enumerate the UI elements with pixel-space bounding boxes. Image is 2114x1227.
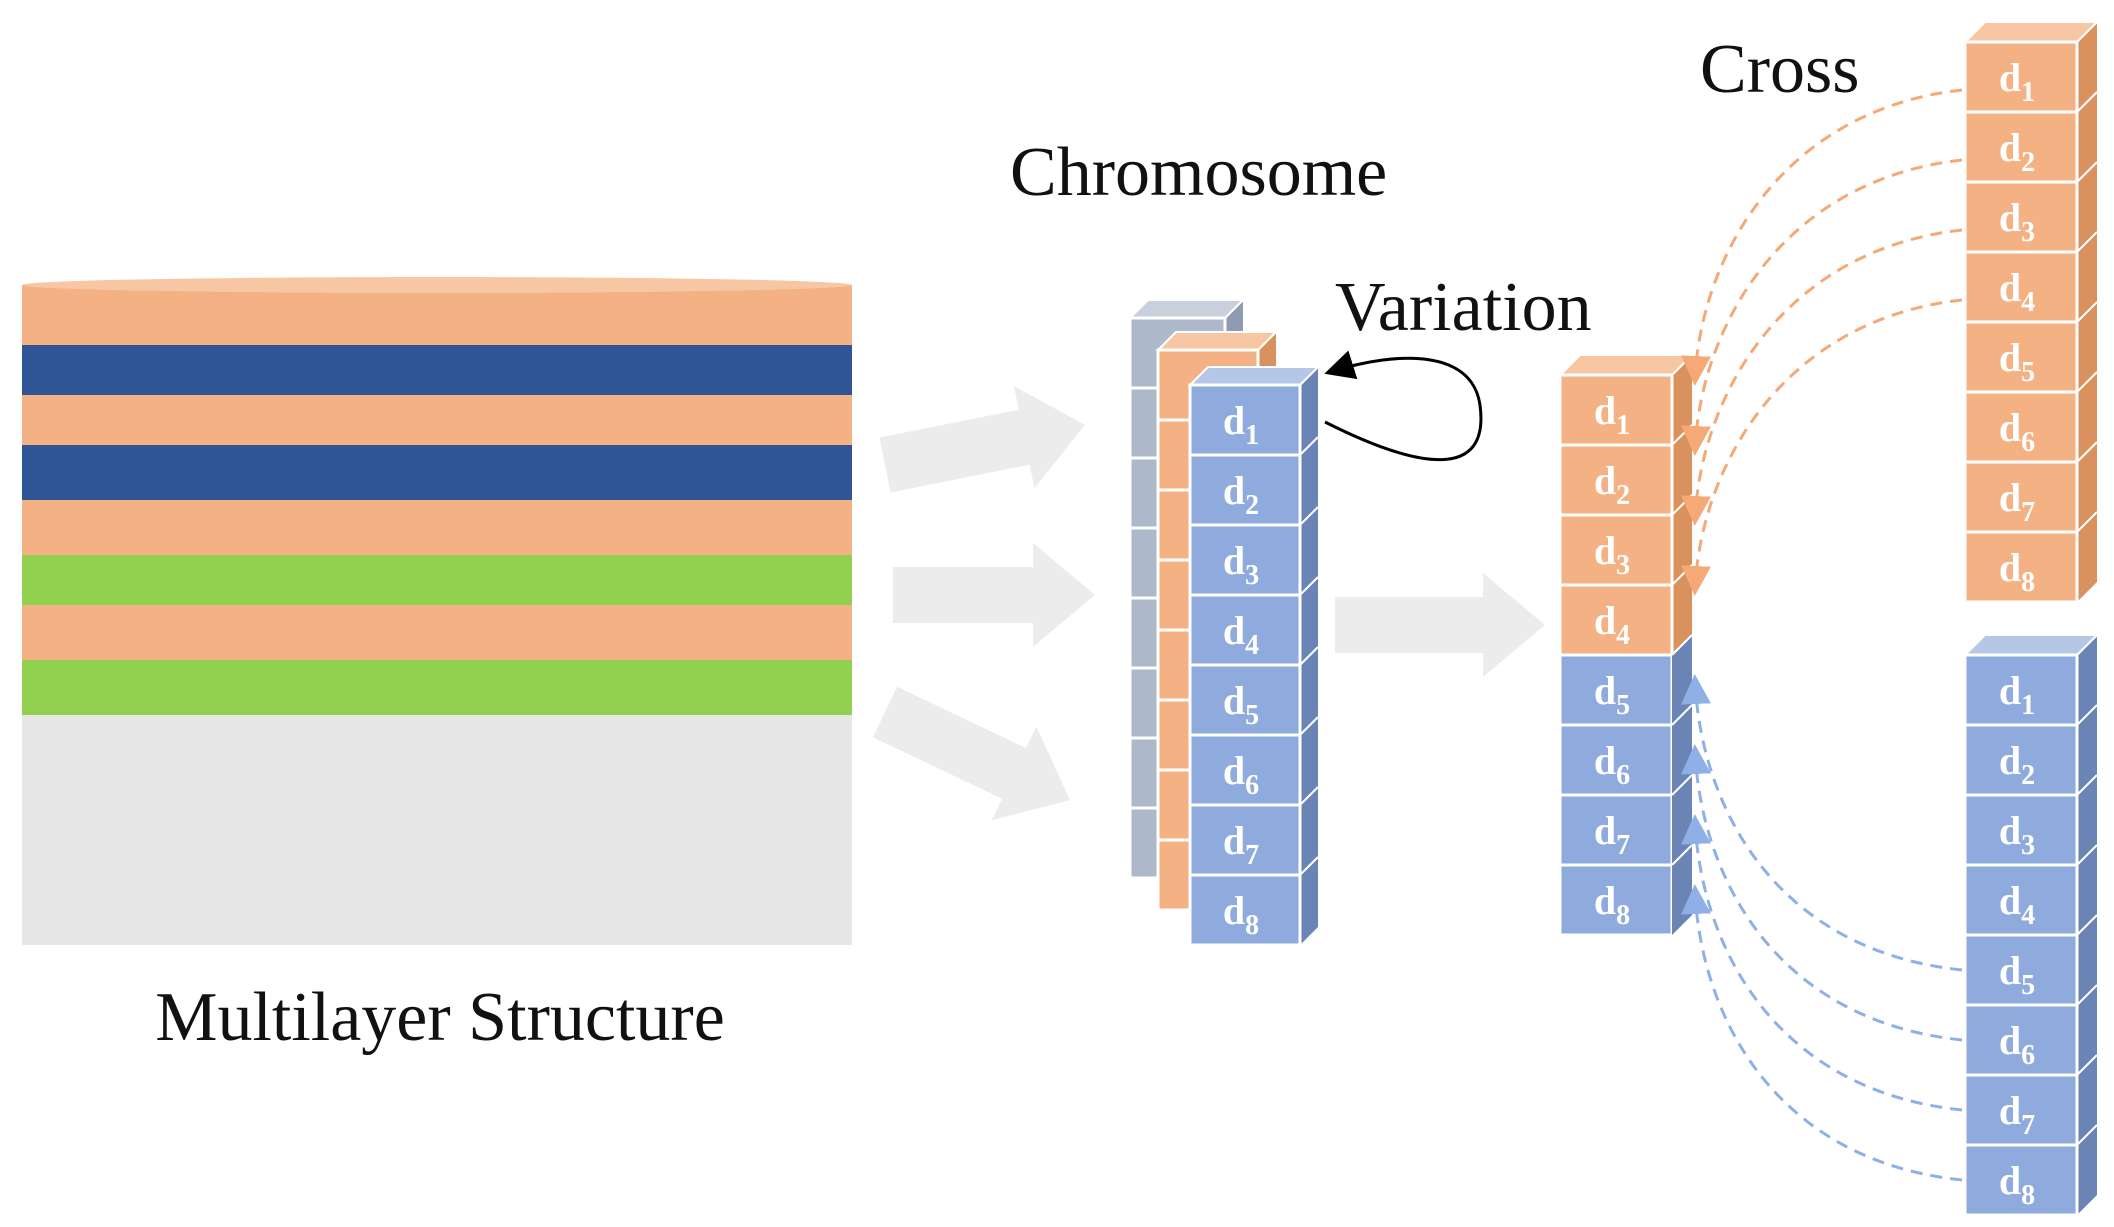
column-side-divider bbox=[2076, 161, 2098, 183]
layer-8 bbox=[22, 660, 852, 715]
column-side-divider bbox=[2076, 441, 2098, 463]
column-side-divider bbox=[2076, 984, 2098, 1006]
layer-7 bbox=[22, 605, 852, 660]
variation-label: Variation bbox=[1335, 269, 1592, 346]
column-side-divider bbox=[2076, 844, 2098, 866]
layer-4 bbox=[22, 445, 852, 500]
layer-5 bbox=[22, 500, 852, 555]
gene-cell bbox=[1963, 1073, 2079, 1147]
arrow-middle bbox=[893, 543, 1095, 647]
gene-cell bbox=[1558, 443, 1674, 517]
gene-label: d1 bbox=[1223, 398, 1259, 451]
gene-label: d5 bbox=[1999, 948, 2035, 1001]
gene-cell bbox=[1188, 523, 1302, 597]
column-top bbox=[1962, 634, 2100, 656]
column-side-divider bbox=[1671, 844, 1693, 866]
cross-line-blue-1 bbox=[1681, 674, 1963, 972]
column-side-divider bbox=[2076, 774, 2098, 796]
arrow-upper bbox=[879, 386, 1085, 493]
arrow-to-child bbox=[1335, 573, 1545, 677]
cross-line-blue-3 bbox=[1681, 814, 1963, 1112]
column-side-divider bbox=[2076, 91, 2098, 113]
cross-line-orange-4 bbox=[1681, 298, 1963, 596]
crossover-lines bbox=[1681, 88, 1963, 1182]
column-side-divider bbox=[1299, 646, 1319, 666]
gene-cell bbox=[1558, 513, 1674, 587]
cross-line-orange-2 bbox=[1681, 158, 1963, 456]
layer-3 bbox=[22, 395, 852, 445]
cross-line-orange-3 bbox=[1681, 228, 1963, 526]
column-top bbox=[1962, 21, 2100, 43]
multilayer-stack bbox=[22, 277, 852, 945]
gene-cell bbox=[1963, 110, 2079, 184]
column-side-divider bbox=[1299, 436, 1319, 456]
column-side-divider bbox=[1299, 786, 1319, 806]
column-side-divider bbox=[2076, 914, 2098, 936]
gene-cell bbox=[1188, 663, 1302, 737]
column-side-divider bbox=[1299, 856, 1319, 876]
cross-line-blue-2 bbox=[1681, 744, 1963, 1042]
column-side-divider bbox=[2076, 511, 2098, 533]
gene-cell bbox=[1558, 793, 1674, 867]
gene-label: d5 bbox=[1223, 678, 1259, 731]
column-top bbox=[1127, 299, 1246, 319]
column-side-divider bbox=[2076, 301, 2098, 323]
gene-cell bbox=[1963, 40, 2079, 114]
column-side-divider bbox=[1671, 704, 1693, 726]
gene-cell bbox=[1963, 863, 2079, 937]
stack-top bbox=[22, 277, 852, 293]
gene-label: d4 bbox=[1999, 878, 2035, 931]
multilayer-label: Multilayer Structure bbox=[155, 979, 725, 1056]
gene-label: d6 bbox=[1223, 748, 1259, 801]
column-side-divider bbox=[2076, 231, 2098, 253]
column-top bbox=[1155, 331, 1279, 351]
column-top bbox=[1557, 354, 1695, 376]
column-top bbox=[1187, 366, 1321, 386]
cross-label: Cross bbox=[1700, 31, 1859, 108]
gene-label: d6 bbox=[1594, 738, 1630, 791]
column-side-divider bbox=[1671, 774, 1693, 796]
gene-label: d1 bbox=[1999, 55, 2035, 108]
column-side-divider bbox=[2076, 1054, 2098, 1076]
column-side-divider bbox=[1299, 716, 1319, 736]
column-side-divider bbox=[1671, 634, 1693, 656]
column-side-divider bbox=[2076, 704, 2098, 726]
cross-line-orange-1 bbox=[1681, 88, 1963, 386]
gene-cell bbox=[1188, 593, 1302, 667]
layer-1 bbox=[22, 285, 852, 345]
gene-cell bbox=[1963, 1143, 2079, 1217]
variation-loop-arrow bbox=[1324, 350, 1483, 462]
layer-9 bbox=[22, 715, 852, 945]
arrow-lower bbox=[873, 686, 1070, 821]
gene-cell bbox=[1188, 873, 1302, 947]
column-side-divider bbox=[2076, 1124, 2098, 1146]
column-side-divider bbox=[2076, 371, 2098, 393]
gene-cell bbox=[1963, 180, 2079, 254]
chromosome-label: Chromosome bbox=[1010, 134, 1387, 211]
gene-cell bbox=[1963, 530, 2079, 604]
gene-cell bbox=[1963, 653, 2079, 727]
gene-cell bbox=[1188, 453, 1302, 527]
layer-2 bbox=[22, 345, 852, 395]
gene-cell bbox=[1963, 933, 2079, 1007]
column-side-divider bbox=[1299, 576, 1319, 596]
flow-arrows bbox=[873, 386, 1545, 821]
gene-cell bbox=[1188, 803, 1302, 877]
column-side-divider bbox=[1299, 506, 1319, 526]
gene-cell bbox=[1963, 793, 2079, 867]
gene-label: d8 bbox=[1594, 878, 1630, 931]
gene-cell bbox=[1963, 460, 2079, 534]
layer-6 bbox=[22, 555, 852, 605]
cross-line-blue-4 bbox=[1681, 884, 1963, 1182]
